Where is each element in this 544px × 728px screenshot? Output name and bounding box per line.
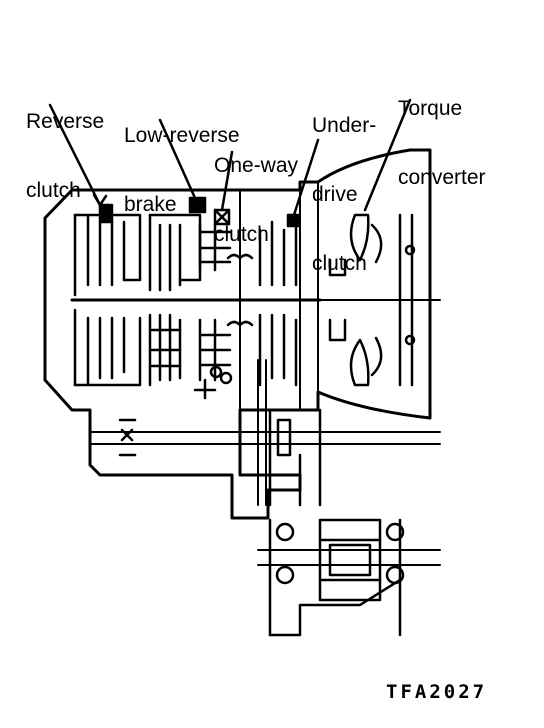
transmission-case — [43, 148, 441, 520]
label-one-way-clutch: One-way clutch — [214, 154, 299, 246]
planetary-gear-set — [193, 223, 232, 400]
reverse-clutch-pack — [73, 203, 142, 387]
leader-lines — [48, 98, 412, 217]
differential — [257, 518, 441, 637]
label-low-reverse-brake: Low-reverse brake — [124, 124, 240, 216]
shafts — [89, 408, 441, 507]
label-underdrive-clutch: Under- drive clutch — [312, 114, 377, 275]
figure-code: TFA2027 — [386, 681, 488, 703]
label-torque-converter: Torque converter — [398, 97, 486, 189]
low-reverse-brake — [148, 196, 207, 387]
torque-converter — [328, 213, 416, 387]
underdrive-clutch — [257, 213, 300, 506]
label-reverse-clutch: Reverse clutch — [26, 110, 105, 202]
